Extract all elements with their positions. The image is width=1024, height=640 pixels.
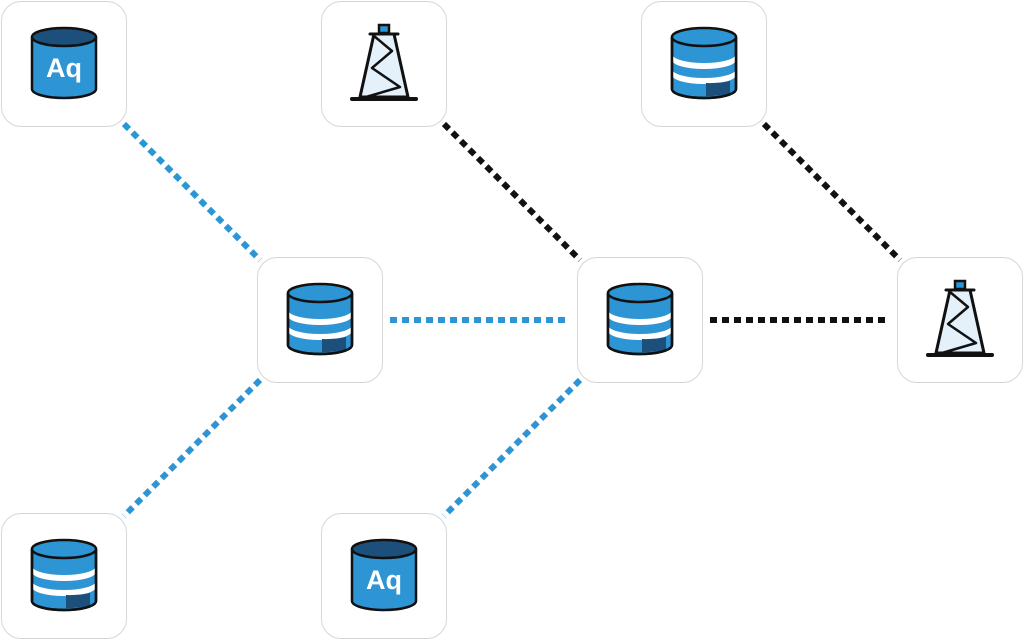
aq-database-icon: Aq	[350, 538, 418, 612]
link-n1-n4	[121, 121, 263, 263]
striped-database-icon	[30, 538, 98, 612]
node-aq-database-top-left[interactable]: Aq	[1, 1, 127, 127]
link-n4-n7	[121, 377, 263, 519]
node-database-hub-center[interactable]	[577, 257, 703, 383]
node-derrick-right[interactable]	[897, 257, 1023, 383]
node-database-hub-left[interactable]	[257, 257, 383, 383]
link-n3-n6	[761, 121, 903, 263]
node-database-bottom-left[interactable]	[1, 513, 127, 639]
node-aq-database-bottom-middle[interactable]: Aq	[321, 513, 447, 639]
derrick-icon	[350, 23, 418, 101]
link-n2-n5	[441, 121, 583, 263]
link-n5-n8	[441, 377, 583, 519]
aq-label: Aq	[366, 565, 402, 595]
aq-database-icon: Aq	[30, 26, 98, 100]
derrick-icon	[926, 279, 994, 357]
node-derrick-top-middle[interactable]	[321, 1, 447, 127]
aq-label: Aq	[46, 53, 82, 83]
node-database-top-right[interactable]	[641, 1, 767, 127]
striped-database-icon	[670, 26, 738, 100]
striped-database-icon	[286, 282, 354, 356]
striped-database-icon	[606, 282, 674, 356]
